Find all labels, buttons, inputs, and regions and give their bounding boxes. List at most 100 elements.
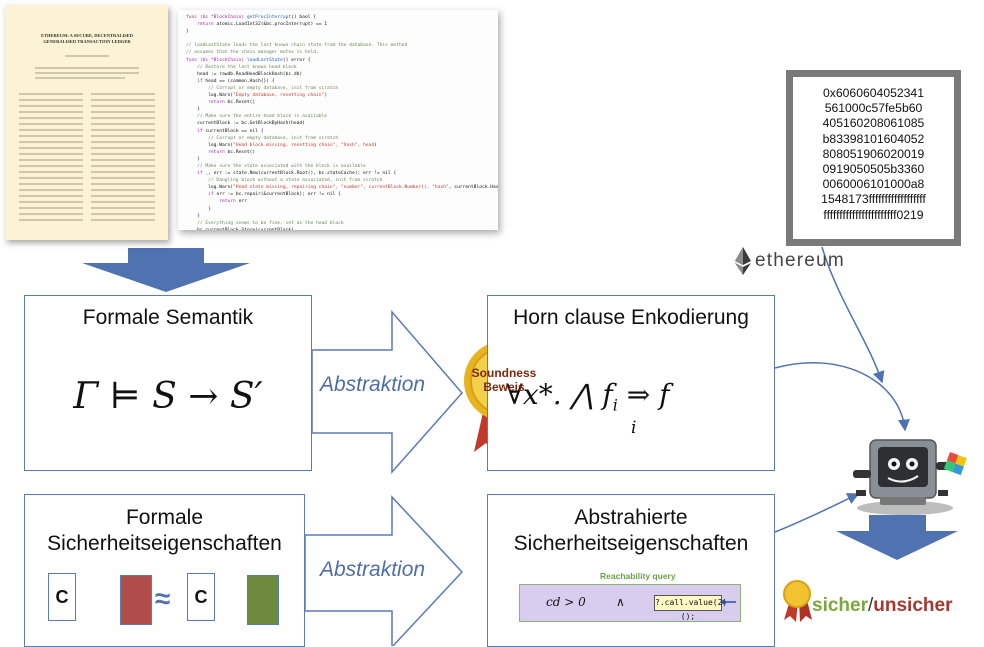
abstract-security-box: Abstrahierte Sicherheitseigenschaften Re… <box>487 494 775 647</box>
bytecode-line: 561000c57fe5b60 <box>824 101 923 116</box>
approx-symbol: ≈ <box>155 583 171 614</box>
paper-line <box>19 207 83 209</box>
code-line: return atomic.LoadInt32(&bc.procInterrup… <box>197 22 328 28</box>
paper-line <box>91 153 155 155</box>
paper-line <box>91 105 155 107</box>
paper-line <box>91 201 155 203</box>
code-line: // Make sure the entire head block is av… <box>186 114 328 120</box>
horn-formula-implication: ⇒ f <box>626 378 670 411</box>
computer-mascot-icon <box>853 439 967 515</box>
abstraction-label-bottom: Abstraktion <box>320 558 426 581</box>
abstract-security-title-1: Abstrahierte <box>574 506 688 529</box>
bytecode-line: 808051906020019 <box>822 146 925 161</box>
result-separator: / <box>867 595 874 616</box>
paper-line <box>19 123 83 125</box>
bytecode-line: 405160208061085 <box>822 116 925 131</box>
paper-line <box>19 219 83 221</box>
code-screenshot: func (bc *BlockChain) getProcInterrupt()… <box>178 10 498 230</box>
paper-line <box>91 207 155 209</box>
reachability-label: Reachability query <box>600 571 676 581</box>
seal-line-1: Soundness <box>471 366 537 380</box>
code-line: } <box>186 156 200 162</box>
paper-line <box>19 135 83 137</box>
result-medal <box>783 580 811 608</box>
reachability-query-box: cd > 0 ∧ ?.call.value(2)(); <box>519 584 741 622</box>
ethereum-wordmark: ethereum <box>755 250 845 271</box>
reachability-pointer-icon <box>720 599 736 605</box>
result-medal-ribbon-2 <box>799 600 812 622</box>
code-line: // loadLastState loads the last known ch… <box>186 43 408 49</box>
horn-clause-box: Horn clause Enkodierung ∀x*. ⋀ fi ⇒ f i <box>487 295 775 471</box>
paper-line <box>91 99 155 101</box>
paper-line <box>91 129 155 131</box>
down-arrow-top <box>82 248 250 292</box>
paper-line <box>19 177 83 179</box>
bytecode-line: b83398101604052 <box>822 131 925 146</box>
contract-c-left: C <box>48 573 76 621</box>
code-line: if head == (common.Hash{}) { <box>197 78 275 84</box>
code-line: if err := bc.repair(&currentBlock); err … <box>208 192 341 198</box>
soundness-seal: Soundness Beweis <box>464 366 544 394</box>
paper-line <box>19 213 83 215</box>
seal-line-2: Beweis <box>483 380 525 394</box>
bytecode-line: 0919050505b3360 <box>822 162 925 177</box>
code-line: func (bc *BlockChain) loadLastState() er… <box>186 57 311 63</box>
paper-line <box>91 123 155 125</box>
code-line: func (bc *BlockChain) getProcInterrupt()… <box>186 15 317 20</box>
security-to-computer-line <box>774 493 860 533</box>
code-listing: func (bc *BlockChain) getProcInterrupt()… <box>186 14 498 230</box>
formal-security-box: Formale Sicherheitseigenschaften C ≈ C <box>24 494 305 647</box>
paper-line <box>19 117 83 119</box>
paper-line <box>19 99 83 101</box>
code-line <box>186 35 490 42</box>
paper-line <box>91 177 155 179</box>
paper-line <box>65 55 109 57</box>
bytecode-line: 0060006101000a8 <box>822 177 925 192</box>
formal-semantics-box: Formale Semantik Γ ⊨ S → S′ <box>24 295 312 471</box>
paper-line <box>19 141 83 143</box>
code-line: } <box>186 29 189 35</box>
ethereum-diamond-icon <box>735 247 751 275</box>
contract-c-right: C <box>187 573 215 621</box>
code-line: // Everything seems to be fine, set as t… <box>186 220 344 226</box>
code-line: // Corrupt or empty database, init from … <box>186 85 339 91</box>
paper-line <box>91 171 155 173</box>
horn-formula-f: f <box>602 378 613 411</box>
paper-line <box>91 141 155 143</box>
result-text: sicher/unsicher <box>812 595 952 617</box>
code-line: bc.currentBlock.Store(currentBlock) <box>186 227 490 230</box>
red-block <box>120 575 152 625</box>
code-line: log.Warn("Head state missing, repairing … <box>186 185 498 191</box>
paper-line <box>19 111 83 113</box>
paper-line <box>19 153 83 155</box>
paper-line <box>19 105 83 107</box>
reachability-condition: cd > 0 <box>546 595 586 609</box>
horn-formula-quantifier: ∀x*. ⋀ <box>506 378 594 411</box>
bytecode-line: 0x6060604052341 <box>823 86 924 100</box>
code-line: log.Warn("Head block missing, resetting … <box>186 142 377 148</box>
formal-semantics-title: Formale Semantik <box>82 306 254 329</box>
down-arrow-result <box>836 515 958 560</box>
paper-title: ETHEREUM: A SECURE, DECENTRALISED GENERA… <box>40 33 134 44</box>
code-line: // Make sure the state associated with t… <box>186 163 366 169</box>
paper-line <box>19 165 83 167</box>
paper-line <box>19 201 83 203</box>
code-line: log.Warn("Empty database, resetting chai… <box>186 93 328 99</box>
paper-line <box>91 147 155 149</box>
paper-line <box>91 195 155 197</box>
code-line: // assumes that the chain manager mutex … <box>186 50 319 56</box>
code-line: } <box>186 107 200 113</box>
green-block <box>247 575 279 625</box>
paper-line <box>91 159 155 161</box>
paper-line <box>19 171 83 173</box>
horn-formula: ∀x*. ⋀ fi ⇒ f <box>506 378 670 415</box>
abstraction-label-top: Abstraktion <box>320 373 426 396</box>
paper-line <box>91 165 155 167</box>
paper-line <box>19 159 83 161</box>
bytecode-box: 0x6060604052341 561000c57fe5b60 40516020… <box>786 70 961 246</box>
paper-line <box>19 93 83 95</box>
paper-line <box>35 72 139 74</box>
code-line: // Restore the last known head block <box>186 64 297 70</box>
result-unsafe: unsicher <box>873 595 953 616</box>
reachability-and: ∧ <box>616 595 625 609</box>
